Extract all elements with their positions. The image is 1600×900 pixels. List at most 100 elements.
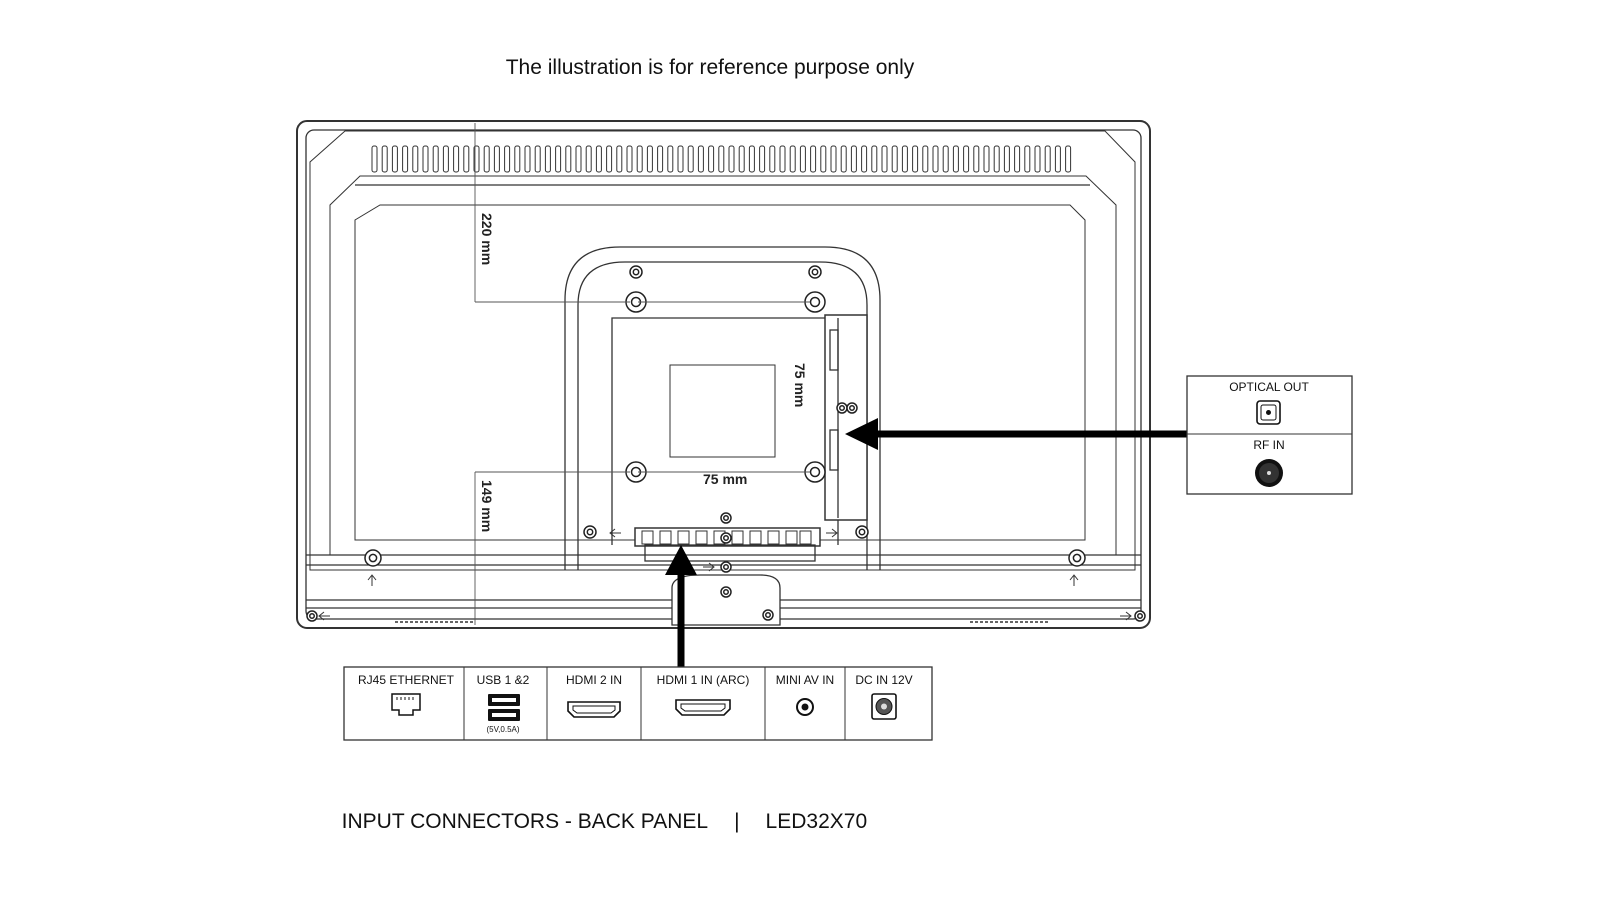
vent-slot xyxy=(371,145,378,173)
vent-slot xyxy=(810,145,817,173)
side-connector-panel: OPTICAL OUT RF IN xyxy=(1186,375,1353,495)
vent-slot xyxy=(422,145,429,173)
vent-slot xyxy=(820,145,827,173)
port-slot xyxy=(659,530,672,545)
vent-slot xyxy=(1065,145,1072,173)
center-mount-panel xyxy=(564,246,881,626)
vent-slot xyxy=(534,145,541,173)
vent-slot xyxy=(402,145,409,173)
vent-slot xyxy=(1054,145,1061,173)
vent-slot xyxy=(728,145,735,173)
vent-slot xyxy=(493,145,500,173)
optical-port-icon xyxy=(1256,400,1281,425)
vent-slot xyxy=(524,145,531,173)
vent-slot xyxy=(626,145,633,173)
vent-slot xyxy=(606,145,613,173)
vent-slot xyxy=(759,145,766,173)
ventilation-slots xyxy=(371,145,1072,173)
screw-icon xyxy=(762,609,774,621)
vent-slot xyxy=(657,145,664,173)
arrow-to-side-panel xyxy=(845,418,878,450)
screw-icon xyxy=(808,265,822,279)
screw-icon xyxy=(836,402,848,414)
footer-model: LED32X70 xyxy=(765,810,868,833)
vent-slot xyxy=(1003,145,1010,173)
vent-slot xyxy=(871,145,878,173)
side-label-optical-out: OPTICAL OUT xyxy=(1229,380,1309,394)
vent-slot xyxy=(677,145,684,173)
vent-slot xyxy=(616,145,623,173)
footer-caption: INPUT CONNECTORS - BACK PANEL|LED32X70 xyxy=(330,786,867,834)
port-slot xyxy=(641,530,654,545)
vent-slot xyxy=(687,145,694,173)
vent-slot xyxy=(504,145,511,173)
mini-av-jack-icon xyxy=(796,698,814,716)
vent-slot xyxy=(453,145,460,173)
hdmi-port-icon xyxy=(675,699,731,716)
vent-slot xyxy=(779,145,786,173)
vent-slot xyxy=(555,145,562,173)
vent-slot xyxy=(514,145,521,173)
vent-slot xyxy=(850,145,857,173)
port-slot xyxy=(799,530,812,545)
vent-slot xyxy=(1024,145,1031,173)
label-mini-av-in: MINI AV IN xyxy=(776,673,834,687)
vent-slot xyxy=(646,145,653,173)
port-slot xyxy=(749,530,762,545)
screw-icon xyxy=(720,586,732,598)
hdmi-port-icon xyxy=(567,701,621,718)
footer-separator: | xyxy=(734,810,740,833)
screw-icon xyxy=(1068,549,1086,567)
vent-slot xyxy=(636,145,643,173)
label-usb: USB 1 &2 xyxy=(477,673,530,687)
vent-slot xyxy=(544,145,551,173)
label-hdmi-1-in-arc: HDMI 1 IN (ARC) xyxy=(657,673,750,687)
tv-body xyxy=(296,120,1151,629)
screw-icon xyxy=(846,402,858,414)
vent-slot xyxy=(952,145,959,173)
port-slot xyxy=(731,530,744,545)
dim-vesa-vertical: 75 mm xyxy=(792,363,808,407)
vent-slot xyxy=(442,145,449,173)
reference-note: The illustration is for reference purpos… xyxy=(505,56,915,79)
vent-slot xyxy=(585,145,592,173)
vent-slot xyxy=(697,145,704,173)
screw-icon xyxy=(720,561,732,573)
port-slot xyxy=(695,530,708,545)
vent-slot xyxy=(830,145,837,173)
dc-jack-icon xyxy=(871,693,897,720)
ethernet-port-icon xyxy=(391,693,421,716)
screw-icon xyxy=(720,512,732,524)
screw-icon xyxy=(629,265,643,279)
screw-icon xyxy=(364,549,382,567)
vent-slot xyxy=(432,145,439,173)
screw-icon xyxy=(855,525,869,539)
vent-slot xyxy=(708,145,715,173)
vent-slot xyxy=(381,145,388,173)
side-label-rf-in: RF IN xyxy=(1253,438,1284,452)
vent-slot xyxy=(922,145,929,173)
port-slot xyxy=(677,530,690,545)
vent-slot xyxy=(963,145,970,173)
vent-slot xyxy=(483,145,490,173)
bottom-port-slots xyxy=(641,530,812,545)
screw-icon xyxy=(306,610,318,622)
vent-slot xyxy=(983,145,990,173)
screw-icon xyxy=(1134,610,1146,622)
usb-power-note: (5V,0.5A) xyxy=(486,725,519,734)
vent-slot xyxy=(1034,145,1041,173)
pointer-arrows xyxy=(665,418,1190,668)
mounting-screws xyxy=(306,265,1146,622)
rf-coax-icon xyxy=(1255,459,1283,487)
vent-slot xyxy=(973,145,980,173)
label-hdmi-2-in: HDMI 2 IN xyxy=(566,673,622,687)
vent-slot xyxy=(769,145,776,173)
vent-slot xyxy=(881,145,888,173)
vent-slot xyxy=(1014,145,1021,173)
bottom-connector-panel: RJ45 ETHERNET USB 1 &2 HDMI 2 IN HDMI 1 … xyxy=(343,666,933,741)
vent-slot xyxy=(942,145,949,173)
dimension-lines xyxy=(474,123,810,625)
assembly-arrows xyxy=(318,528,1132,621)
vent-slot xyxy=(1044,145,1051,173)
vent-slot xyxy=(565,145,572,173)
